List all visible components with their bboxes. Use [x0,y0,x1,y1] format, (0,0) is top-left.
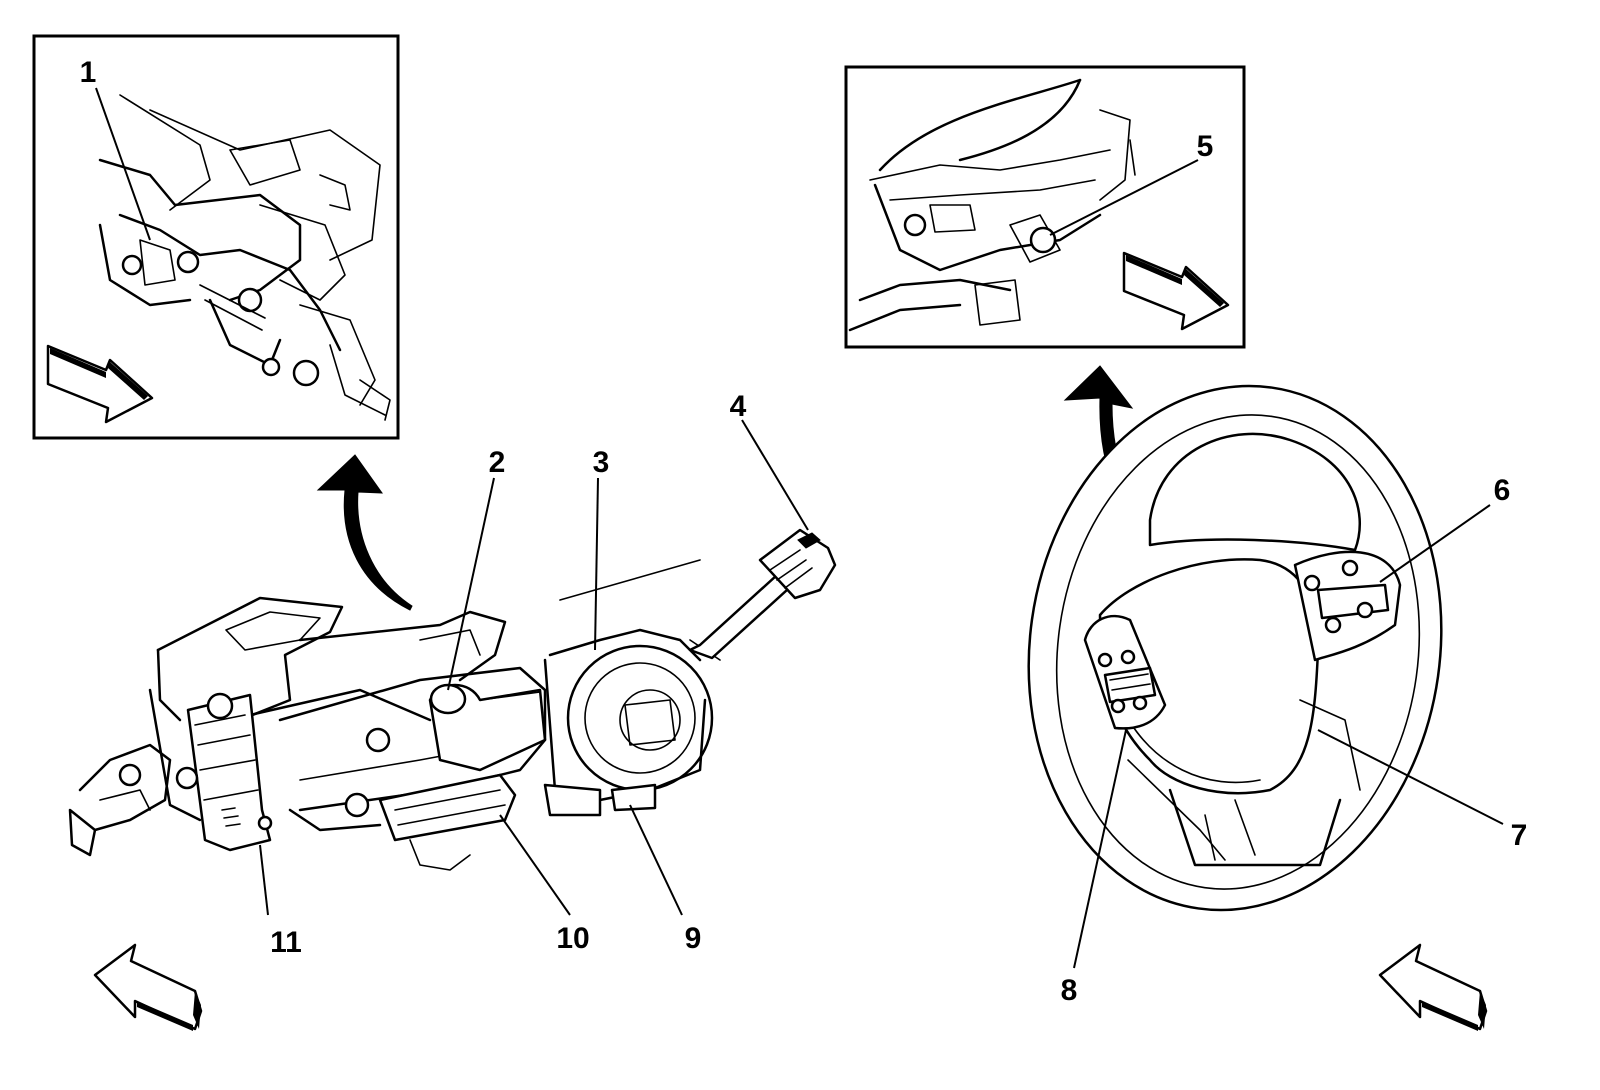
callout-9: 9 [685,922,702,955]
callout-4: 4 [730,390,747,423]
callout-2: 2 [489,446,506,479]
callout-7: 7 [1511,819,1528,852]
callout-1: 1 [80,56,97,89]
curved-arrow-icon [316,454,413,611]
callout-10: 10 [556,922,589,955]
callout-11: 11 [270,926,302,959]
callout-3: 3 [593,446,610,479]
view-direction-arrow-icon [93,943,203,1031]
callout-8: 8 [1061,974,1078,1007]
view-direction-arrow-icon [46,344,154,424]
steering-wheel [1027,384,1443,912]
callout-5: 5 [1197,130,1214,163]
view-direction-arrow-icon [1378,943,1488,1031]
steering-column-assembly [68,528,837,871]
callout-6: 6 [1494,474,1511,507]
view-direction-arrow-icon [1122,251,1230,331]
leader-lines [95,87,1504,969]
